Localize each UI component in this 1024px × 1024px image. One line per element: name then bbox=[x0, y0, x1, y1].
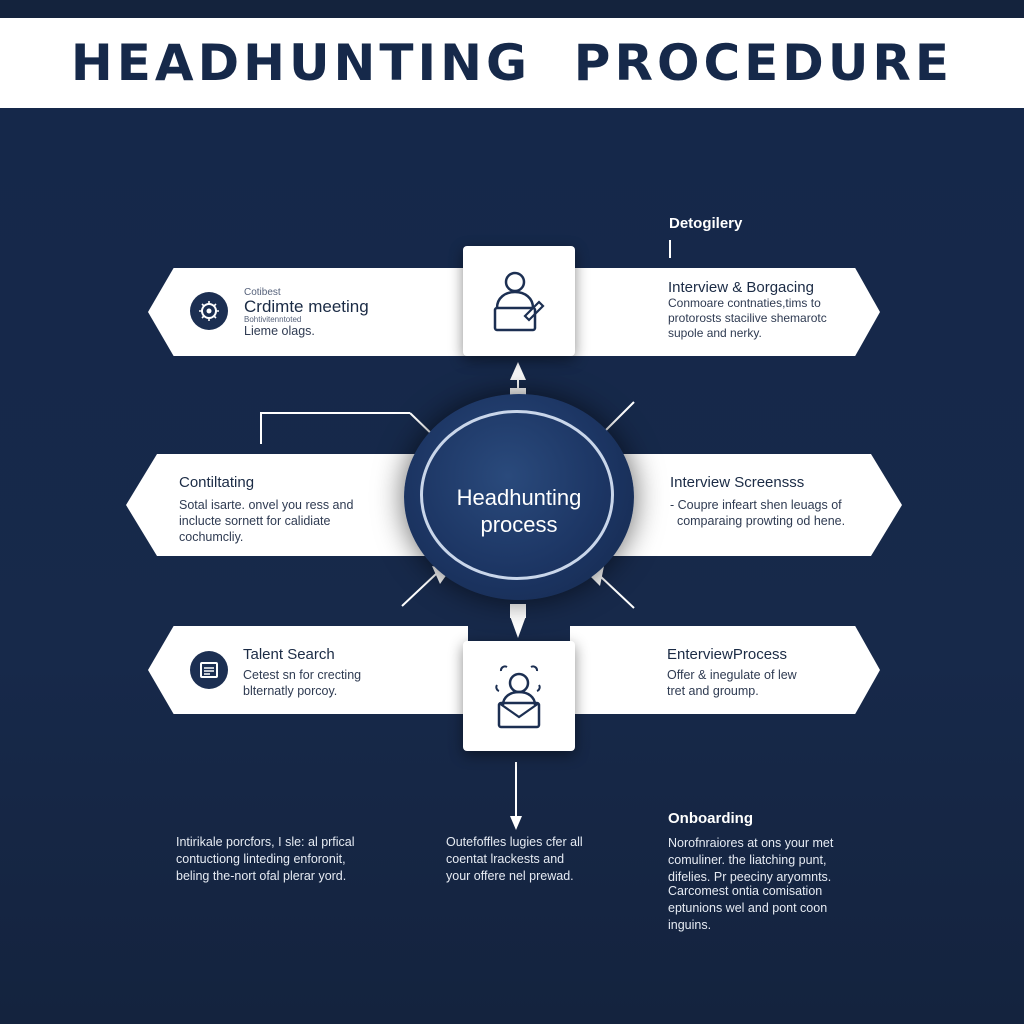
bracket-line bbox=[260, 412, 410, 444]
card-bottom-left-text: Cetest sn for crecting blternatly porcoy… bbox=[243, 668, 362, 698]
card-mid-right bbox=[592, 454, 902, 556]
arrow-lr-line bbox=[599, 575, 635, 609]
card-bottom-left-icon-badge bbox=[190, 651, 228, 689]
center-title-line1: Headhunting bbox=[456, 485, 582, 510]
card-bottom-right-text: Offer & inegulate of lew tret and groump… bbox=[667, 668, 797, 698]
card-top-right-title: Interview & Borgacing bbox=[668, 279, 814, 296]
card-bottom-right bbox=[570, 626, 880, 714]
onboarding-text-1: Norofnraiores at ons your met comuliner.… bbox=[668, 836, 834, 884]
center-hub-ring bbox=[420, 410, 614, 580]
card-mid-left-title: Contiltating bbox=[179, 474, 255, 491]
gear-badge-icon bbox=[199, 301, 219, 321]
page-title: HEADHUNTING PROCEDURE bbox=[70, 34, 954, 92]
card-mid-left-text: Sotal isarte. onvel you ress and incluct… bbox=[179, 498, 354, 544]
card-top-right bbox=[570, 268, 880, 356]
arrow-lower-head bbox=[510, 816, 522, 830]
card-bottom-right-title: EnterviewProcess bbox=[667, 646, 788, 663]
card-top-right-text: Conmoare contnaties,tims to protorosts s… bbox=[668, 296, 827, 340]
card-bottom-left-title: Talent Search bbox=[243, 646, 335, 663]
arrow-ll-line bbox=[401, 573, 437, 607]
card-top-left-title: Crdimte meeting bbox=[244, 297, 369, 316]
card-mid-left bbox=[126, 454, 436, 556]
bottom-left-text: Intirikale porcfors, I sle: al prfical c… bbox=[176, 835, 355, 883]
arrow-bottom-base bbox=[510, 604, 526, 618]
top-label: Detogilery bbox=[669, 215, 743, 232]
arrow-top-head bbox=[510, 362, 526, 380]
candidate-envelope-icon bbox=[495, 665, 541, 729]
card-mid-right-title: Interview Screensss bbox=[670, 474, 805, 491]
document-icon bbox=[200, 662, 218, 678]
card-top-left-subkicker: Bohtivitenntoted bbox=[244, 315, 302, 324]
recruiter-desk-icon bbox=[493, 271, 545, 332]
hub-box-bottom bbox=[463, 641, 575, 751]
center-hub: Headhunting process bbox=[404, 394, 634, 600]
center-title-line2: process bbox=[480, 512, 558, 537]
onboarding-title: Onboarding bbox=[668, 810, 753, 827]
onboarding-text-2: Carcomest ontia comisation eptunions wel… bbox=[668, 884, 828, 932]
title-band: HEADHUNTING PROCEDURE bbox=[0, 18, 1024, 108]
bottom-center-text: Outefoffles lugies cfer all coentat lrac… bbox=[446, 835, 583, 883]
card-top-left-text: Lieme olags. bbox=[244, 324, 315, 338]
hub-box-top bbox=[463, 246, 575, 356]
card-top-left-icon-badge bbox=[190, 292, 228, 330]
card-mid-right-text: - Coupre infeart shen leuags of comparai… bbox=[670, 498, 846, 528]
arrow-bottom-head bbox=[510, 616, 526, 638]
card-top-left-kicker: Cotibest bbox=[244, 287, 281, 298]
top-strip bbox=[0, 0, 1024, 18]
